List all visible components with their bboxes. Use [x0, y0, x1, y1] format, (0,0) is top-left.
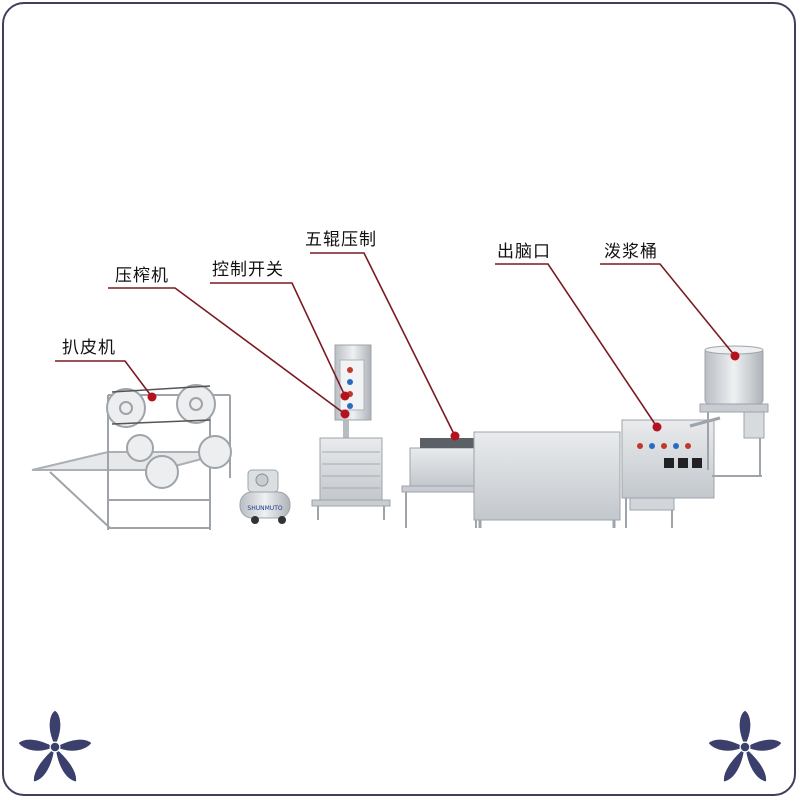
leader-line-five-roller-press: [310, 252, 456, 437]
leader-line-curd-outlet: [495, 263, 658, 428]
leader-line-press: [108, 287, 346, 415]
label-five-roller-press: 五辊压制: [305, 230, 377, 250]
main-forming-tank: [473, 431, 621, 528]
label-curd-outlet: 出脑口: [497, 242, 551, 262]
leader-dot-pouring-bucket: [730, 351, 740, 361]
compressor-brand: SHUNMUTO: [247, 505, 282, 512]
lily-flower-icon: [707, 709, 783, 783]
leader-dot-curd-outlet: [652, 422, 662, 432]
peeling-machine: [31, 384, 232, 530]
leader-lines: [55, 252, 736, 437]
label-pouring-bucket: 泼浆桶: [604, 242, 658, 262]
leader-line-control-switch: [210, 282, 346, 397]
lily-flower-icon: [17, 709, 93, 783]
leader-dot-five-roller-press: [450, 431, 460, 441]
leader-dot-control-switch: [340, 391, 350, 401]
control-cabinet: [621, 419, 715, 528]
label-press: 压榨机: [115, 266, 169, 286]
pouring-bucket: [689, 345, 769, 477]
leader-line-pouring-bucket: [600, 263, 736, 357]
press-machine: [311, 344, 391, 520]
label-peeler: 扒皮机: [62, 338, 116, 358]
air-compressor: [239, 469, 291, 524]
five-roller-press: [401, 438, 483, 528]
leader-line-peeler: [55, 360, 153, 398]
leader-dots: [147, 351, 740, 441]
label-control-switch: 控制开关: [212, 260, 284, 280]
leader-dot-peeler: [147, 392, 157, 402]
leader-dot-press: [340, 409, 350, 419]
